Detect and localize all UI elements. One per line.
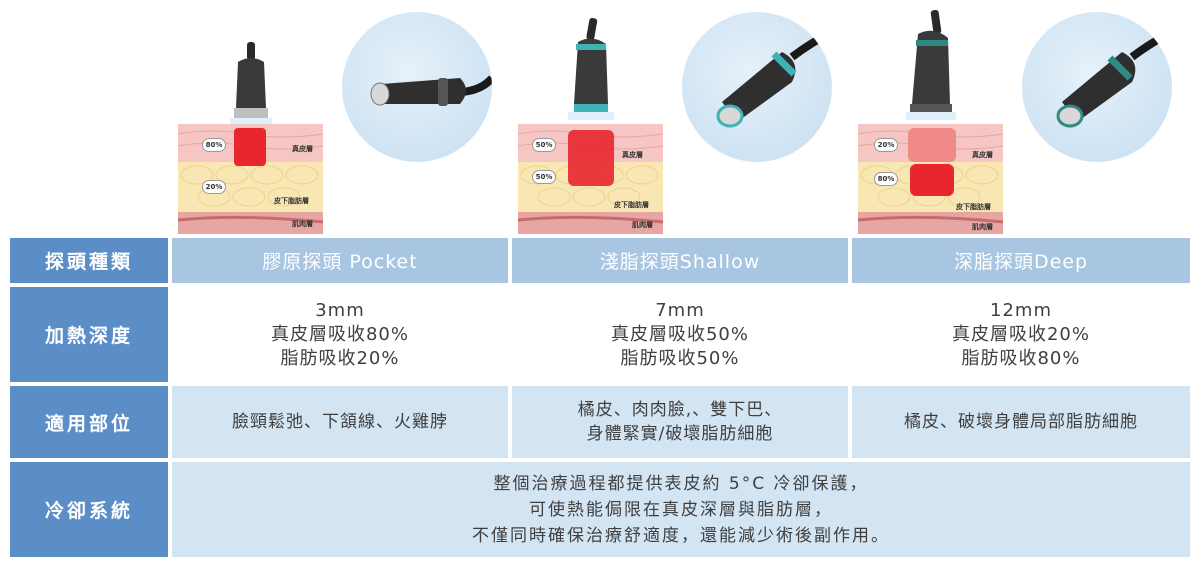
subcutaneous-label: 皮下脂肪層 [614, 201, 649, 209]
areas-cell-pocket: 臉頸鬆弛、下頷線、火雞脖 [172, 386, 508, 458]
dermis-label: 真皮層 [292, 145, 313, 153]
fat-percent-badge: 20% [202, 180, 226, 194]
areas-cell-deep: 橘皮、破壞身體局部脂肪細胞 [852, 386, 1190, 458]
probe-illustration-pocket: 80% 20% 真皮層 皮下脂肪層 肌肉層 [172, 0, 512, 236]
row-header-treatment-areas: 適用部位 [10, 386, 168, 458]
dermis-label: 真皮層 [622, 151, 643, 159]
dermis-percent-badge: 80% [202, 138, 226, 152]
row-header-cooling-system: 冷卻系統 [10, 462, 168, 557]
probe-closeup [342, 12, 492, 162]
dermis-absorption: 真皮層吸收80% [270, 323, 409, 345]
depth-cell-pocket: 3mm 真皮層吸收80% 脂肪吸收20% [172, 287, 508, 382]
subcutaneous-label: 皮下脂肪層 [274, 197, 309, 205]
probe-type-deep: 深脂探頭Deep [852, 238, 1190, 283]
areas-line-1: 臉頸鬆弛、下頷線、火雞脖 [232, 412, 448, 432]
muscle-label: 肌肉層 [632, 221, 653, 229]
areas-line-1: 橘皮、破壞身體局部脂肪細胞 [904, 412, 1138, 432]
row-header-probe-type: 探頭種類 [10, 238, 168, 283]
dermis-absorption: 真皮層吸收50% [610, 323, 749, 345]
depth-value: 7mm [655, 299, 705, 321]
muscle-label: 肌肉層 [292, 220, 313, 228]
dermis-label: 真皮層 [972, 151, 993, 159]
probe-type-shallow: 淺脂探頭Shallow [512, 238, 848, 283]
probe-closeup [1022, 12, 1172, 162]
fat-absorption: 脂肪吸收50% [620, 347, 740, 369]
row-header-heating-depth: 加熱深度 [10, 287, 168, 382]
depth-cell-deep: 12mm 真皮層吸收20% 脂肪吸收80% [852, 287, 1190, 382]
dermis-absorption: 真皮層吸收20% [951, 323, 1090, 345]
areas-line-2: 身體緊實/破壞脂肪細胞 [586, 424, 774, 444]
muscle-label: 肌肉層 [972, 223, 993, 231]
areas-cell-shallow: 橘皮、肉肉臉,、雙下巴、 身體緊實/破壞脂肪細胞 [512, 386, 848, 458]
probe-illustration-deep: 20% 80% 真皮層 皮下脂肪層 肌肉層 [852, 0, 1192, 236]
dermis-percent-badge: 20% [874, 138, 898, 152]
fat-absorption: 脂肪吸收80% [961, 347, 1081, 369]
cooling-line-3: 不僅同時確保治療舒適度，還能減少術後副作用。 [472, 525, 890, 546]
fat-percent-badge: 80% [874, 172, 898, 186]
probe-closeup [682, 12, 832, 162]
dermis-percent-badge: 50% [532, 138, 556, 152]
fat-absorption: 脂肪吸收20% [280, 347, 400, 369]
areas-line-1: 橘皮、肉肉臉,、雙下巴、 [577, 400, 783, 420]
cooling-line-2: 可使熱能侷限在真皮深層與脂肪層， [529, 499, 833, 520]
cooling-description: 整個治療過程都提供表皮約 5°C 冷卻保護， 可使熱能侷限在真皮深層與脂肪層， … [172, 462, 1190, 557]
depth-value: 3mm [315, 299, 365, 321]
probe-illustration-shallow: 50% 50% 真皮層 皮下脂肪層 肌肉層 [512, 0, 852, 236]
probe-type-pocket: 膠原探頭 Pocket [172, 238, 508, 283]
subcutaneous-label: 皮下脂肪層 [956, 203, 991, 211]
cooling-line-1: 整個治療過程都提供表皮約 5°C 冷卻保護， [493, 473, 869, 494]
depth-value: 12mm [990, 299, 1052, 321]
depth-cell-shallow: 7mm 真皮層吸收50% 脂肪吸收50% [512, 287, 848, 382]
fat-percent-badge: 50% [532, 170, 556, 184]
